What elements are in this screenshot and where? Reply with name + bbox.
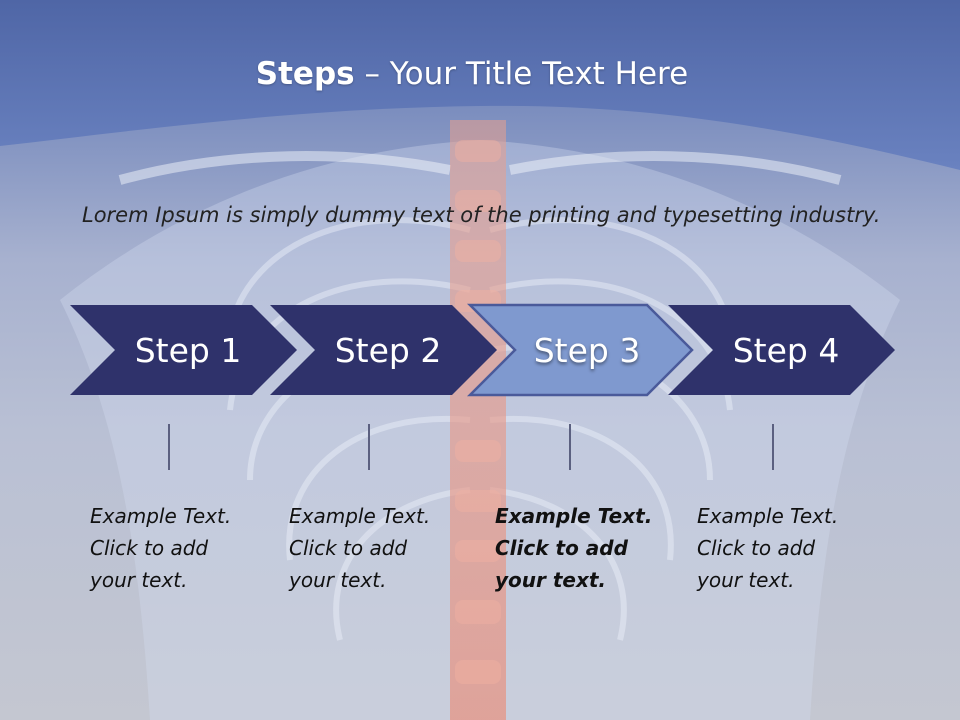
caption-line: your text. bbox=[289, 568, 387, 592]
step-2-label: Step 2 bbox=[334, 331, 442, 370]
caption-line: Example Text. bbox=[289, 504, 431, 528]
step-4-connector bbox=[772, 424, 774, 470]
slide-title: Steps – Your Title Text Here bbox=[0, 56, 944, 92]
step-1-chevron[interactable] bbox=[70, 305, 297, 395]
caption-line: Click to add bbox=[697, 536, 816, 560]
step-1-caption[interactable]: Example Text. Click to add your text. bbox=[90, 500, 280, 596]
caption-line: your text. bbox=[495, 568, 607, 592]
intro-paragraph: Lorem Ipsum is simply dummy text of the … bbox=[82, 203, 881, 227]
step-2-connector bbox=[368, 424, 370, 470]
slide-title-rest: – Your Title Text Here bbox=[354, 56, 689, 92]
step-2-chevron[interactable] bbox=[270, 305, 497, 395]
step-1-label: Step 1 bbox=[134, 331, 242, 370]
step-4-caption[interactable]: Example Text. Click to add your text. bbox=[697, 500, 887, 596]
step-4-chevron[interactable] bbox=[668, 305, 895, 395]
caption-line: Example Text. bbox=[697, 504, 839, 528]
caption-line: your text. bbox=[697, 568, 795, 592]
caption-line: Example Text. bbox=[495, 504, 653, 528]
step-3-connector bbox=[569, 424, 571, 470]
caption-line: Example Text. bbox=[90, 504, 232, 528]
step-1-connector bbox=[168, 424, 170, 470]
caption-line: your text. bbox=[90, 568, 188, 592]
caption-line: Click to add bbox=[90, 536, 209, 560]
caption-line: Click to add bbox=[495, 536, 628, 560]
step-3-chevron[interactable] bbox=[466, 303, 694, 397]
step-4-label: Step 4 bbox=[732, 331, 840, 370]
step-2-caption[interactable]: Example Text. Click to add your text. bbox=[289, 500, 479, 596]
caption-line: Click to add bbox=[289, 536, 408, 560]
slide-title-strong: Steps bbox=[255, 56, 355, 92]
step-3-label: Step 3 bbox=[533, 331, 641, 370]
step-3-caption[interactable]: Example Text. Click to add your text. bbox=[495, 500, 685, 596]
